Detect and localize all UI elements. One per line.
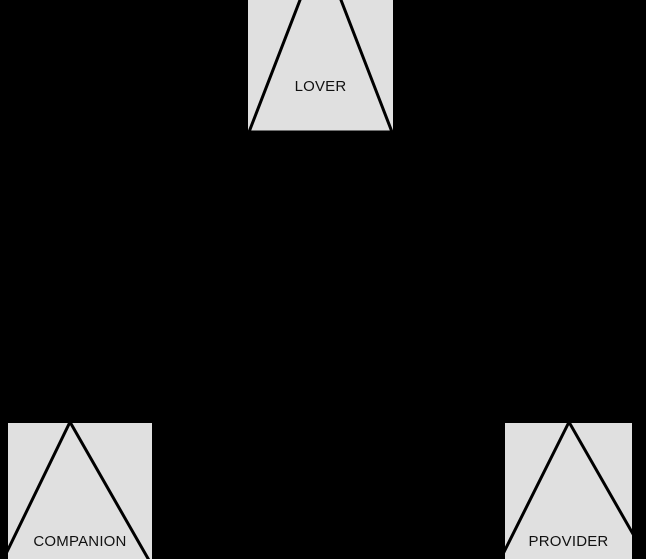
node-provider[interactable]: PROVIDER	[498, 418, 646, 559]
node-lover[interactable]: LOVER	[247, 0, 396, 134]
node-companion[interactable]: COMPANION	[1, 418, 152, 559]
node-provider-label: PROVIDER	[528, 533, 609, 550]
node-lover-plate	[248, 0, 393, 132]
node-lover-label: LOVER	[294, 78, 347, 95]
node-companion-label: COMPANION	[33, 533, 127, 550]
